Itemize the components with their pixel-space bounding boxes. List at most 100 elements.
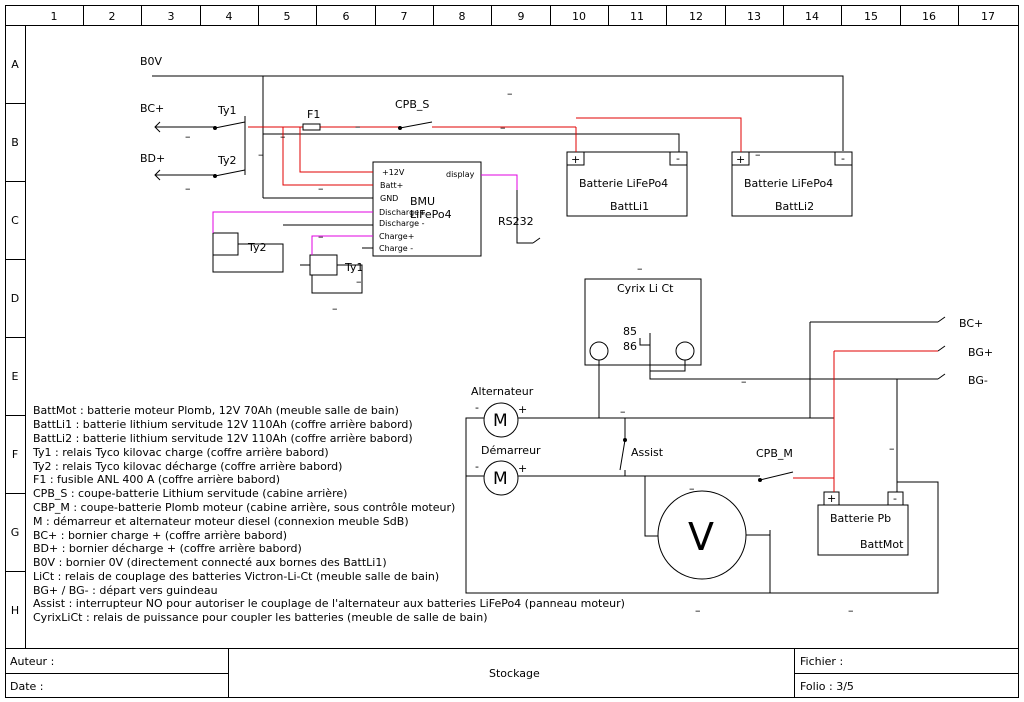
column-number: 3 xyxy=(168,10,175,23)
switches xyxy=(213,121,762,482)
bmu-pin: Charge+ xyxy=(379,232,414,241)
column-number: 4 xyxy=(226,10,233,23)
battery-labels: Batterie LiFePo4 BattLi1 Batterie LiFePo… xyxy=(571,152,845,213)
cyrix-86: 86 xyxy=(623,340,637,353)
cyrix-title: Cyrix Li Ct xyxy=(617,282,674,295)
battpb-labels: Batterie Pb BattMot + - xyxy=(827,492,904,551)
polarity-marks: – – – – – – – – – – – – – – – – – – – xyxy=(185,87,895,617)
dash-mark: – xyxy=(258,148,264,161)
negative-wiring xyxy=(152,75,946,594)
battli1-plus: + xyxy=(571,153,580,166)
demarreur-plus: + xyxy=(518,462,527,475)
row-letter: E xyxy=(12,370,19,383)
battpb-name: BattMot xyxy=(860,538,904,551)
dash-mark: – xyxy=(185,130,191,143)
component-labels: B0V BC+ BD+ Ty1 Ty2 F1 CPB_S Ty2 Ty1 RS2… xyxy=(140,55,534,274)
dash-mark: – xyxy=(755,148,761,161)
legend: BattMot : batterie moteur Plomb, 12V 70A… xyxy=(32,404,625,624)
row-header: A B C D E F G H xyxy=(11,58,20,617)
bmu-pin: Charge - xyxy=(379,244,413,253)
label-bc-plus-right: BC+ xyxy=(959,317,983,330)
column-number: 13 xyxy=(747,10,761,23)
alternateur-symbol: M xyxy=(493,411,508,431)
label-ty2-switch: Ty2 xyxy=(217,154,237,167)
cyrix-85: 85 xyxy=(623,325,637,338)
label-cpb-m: CPB_M xyxy=(756,447,793,460)
dash-mark: – xyxy=(848,604,854,617)
title-block-title: Stockage xyxy=(489,667,540,680)
dash-mark: – xyxy=(507,87,513,100)
bmu-pin-display: display xyxy=(446,170,475,179)
column-header: 1 2 3 4 5 6 7 8 9 10 11 12 13 14 15 16 1… xyxy=(51,10,996,23)
dash-mark: – xyxy=(500,121,506,134)
alternateur-minus: - xyxy=(475,401,479,414)
label-cpb-s: CPB_S xyxy=(395,98,429,111)
label-b0v: B0V xyxy=(140,55,163,68)
terminal-arrows xyxy=(154,121,161,181)
label-bc-plus: BC+ xyxy=(140,102,164,115)
row-letter: G xyxy=(11,526,20,539)
battli2-minus: - xyxy=(841,152,845,165)
legend-line: BattMot : batterie moteur Plomb, 12V 70A… xyxy=(33,404,399,417)
dash-mark: – xyxy=(741,375,747,388)
legend-line: BattLi1 : batterie lithium servitude 12V… xyxy=(33,418,413,431)
bmu-pin-labels: +12V Batt+ GND Discharge+ Discharge - Ch… xyxy=(379,168,475,253)
column-number: 8 xyxy=(459,10,466,23)
legend-line: B0V : bornier 0V (directement connecté a… xyxy=(33,556,387,569)
bmu-pin: +12V xyxy=(382,168,405,177)
label-ty1-switch: Ty1 xyxy=(217,104,237,117)
legend-line: F1 : fusible ANL 400 A (coffre arrière b… xyxy=(33,473,280,486)
label-rs232: RS232 xyxy=(498,215,534,228)
column-number: 9 xyxy=(518,10,525,23)
dash-mark: – xyxy=(689,482,695,495)
bmu-subtitle: LiFePo4 xyxy=(410,208,452,221)
dash-mark: – xyxy=(637,262,643,275)
bmu-pin: GND xyxy=(380,194,398,203)
title-block-fichier: Fichier : xyxy=(800,655,843,668)
label-f1: F1 xyxy=(307,108,320,121)
dash-mark: – xyxy=(355,120,361,133)
bmu-pin: Batt+ xyxy=(380,181,403,190)
dash-mark: – xyxy=(332,302,338,315)
label-demarreur: Démarreur xyxy=(481,444,541,457)
voltmeter-symbol: V xyxy=(688,515,714,559)
legend-line: BattLi2 : batterie lithium servitude 12V… xyxy=(33,432,413,445)
battli2-title: Batterie LiFePo4 xyxy=(744,177,833,190)
column-number: 16 xyxy=(922,10,936,23)
label-bg-plus: BG+ xyxy=(968,346,993,359)
column-number: 7 xyxy=(401,10,408,23)
title-block-auteur: Auteur : xyxy=(10,655,54,668)
label-alternateur: Alternateur xyxy=(471,385,534,398)
label-bd-plus: BD+ xyxy=(140,152,165,165)
row-letter: C xyxy=(11,214,19,227)
dash-mark: – xyxy=(318,182,324,195)
sheet-frame xyxy=(5,5,1019,698)
legend-line: Assist : interrupteur NO pour autoriser … xyxy=(33,597,625,610)
dash-mark: – xyxy=(318,230,324,243)
battli1-name: BattLi1 xyxy=(610,200,649,213)
positive-wiring xyxy=(248,117,938,492)
row-letter: D xyxy=(11,292,19,305)
row-letter: H xyxy=(11,604,19,617)
bmu-pin: Discharge - xyxy=(379,219,425,228)
battpb-minus: - xyxy=(893,492,897,505)
battli2-name: BattLi2 xyxy=(775,200,814,213)
output-labels: BC+ BG+ BG- xyxy=(959,317,993,387)
dash-mark: – xyxy=(185,182,191,195)
column-number: 12 xyxy=(689,10,703,23)
dash-mark: – xyxy=(356,275,362,288)
column-number: 6 xyxy=(343,10,350,23)
row-letter: F xyxy=(12,448,18,461)
row-letter: A xyxy=(11,58,19,71)
legend-line: BC+ : bornier charge + (coffre arrière b… xyxy=(33,529,287,542)
demarreur-minus: - xyxy=(475,460,479,473)
label-bg-minus: BG- xyxy=(968,374,988,387)
label-ty1-coil: Ty1 xyxy=(344,261,364,274)
alternateur-plus: + xyxy=(518,403,527,416)
label-assist: Assist xyxy=(631,446,664,459)
legend-line: CPB_S : coupe-batterie Lithium servitude… xyxy=(33,487,347,500)
label-ty2-coil: Ty2 xyxy=(247,241,267,254)
signal-wiring xyxy=(212,174,518,255)
bmu-pin: Discharge+ xyxy=(379,208,426,217)
row-letter: B xyxy=(11,136,19,149)
